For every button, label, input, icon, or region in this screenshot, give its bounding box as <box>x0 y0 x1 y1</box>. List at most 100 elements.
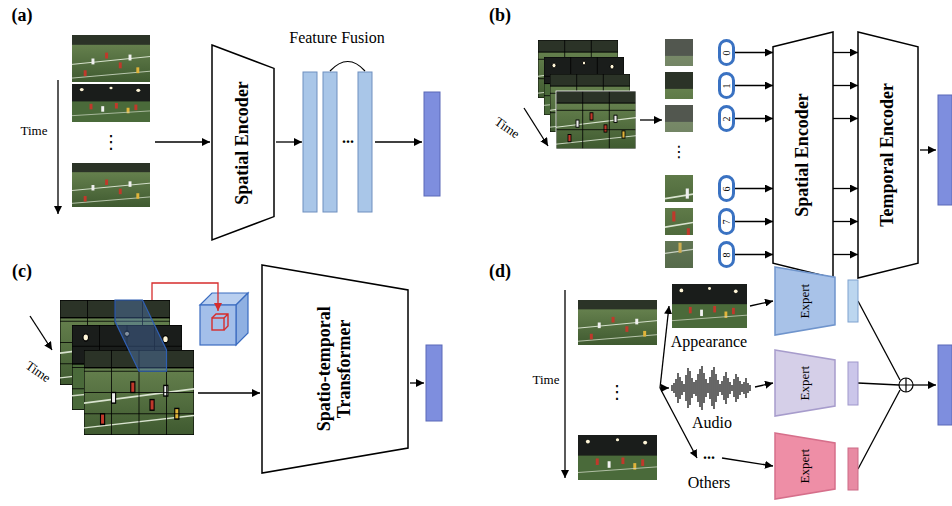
token-index: 6 <box>722 186 732 191</box>
output-feature <box>424 92 440 196</box>
trapezoid-outline <box>858 32 918 278</box>
token-index: 0 <box>722 50 732 55</box>
trapezoid-outline <box>775 350 835 416</box>
pointer-line <box>152 283 218 311</box>
token-index: 1 <box>722 83 732 88</box>
transformer-name: Spatio-temporal Transformer <box>315 294 355 444</box>
output-feature <box>426 345 442 421</box>
flow-arrow <box>722 458 773 466</box>
panel-letter: (d) <box>489 262 511 282</box>
flow-arrow <box>833 221 858 222</box>
frame-stack <box>60 300 194 435</box>
flow-arrow <box>660 306 669 388</box>
token-index: 8 <box>722 252 732 257</box>
flow-arrow <box>755 383 773 387</box>
flow-arrow <box>858 383 899 385</box>
trapezoid-outline <box>775 433 835 499</box>
output-feature <box>938 95 952 205</box>
encoder-name: Spatial Encoder <box>233 81 253 205</box>
video-frames <box>72 163 150 207</box>
flow-arrow <box>30 316 52 350</box>
video-frames <box>578 300 657 345</box>
flow-arrow <box>735 188 773 189</box>
trapezoid-outline <box>775 267 835 335</box>
sum-symbol <box>899 378 913 392</box>
expert-name: Expert <box>798 366 812 401</box>
image-patch <box>665 39 693 66</box>
panel-letter: (b) <box>489 6 511 26</box>
flow-arrow <box>276 141 302 142</box>
flow-arrow <box>750 301 773 306</box>
encoder-trapezoid: Spatial Encoder <box>773 32 833 278</box>
flow-arrow <box>565 290 936 478</box>
axis-label: Time <box>533 373 560 387</box>
axis-label: Time <box>21 124 48 138</box>
image-patch <box>637 72 720 153</box>
sum-symbol <box>899 378 913 392</box>
image-patch <box>610 105 693 186</box>
trapezoid-outline <box>212 45 274 240</box>
flow-arrow <box>833 254 858 255</box>
encoder-trapezoid: Spatial Encoder <box>212 45 274 240</box>
tubelet-cube <box>212 314 228 330</box>
tubelet-cube <box>200 293 248 345</box>
image-patch <box>637 72 720 153</box>
pointer-line <box>152 283 218 311</box>
modality-label: Audio <box>692 414 732 432</box>
flow-arrow <box>833 188 858 189</box>
caption-label: Feature Fusion <box>289 29 385 47</box>
expert-trapezoid: Expert <box>775 350 835 416</box>
axis-label: Time <box>492 114 522 141</box>
ellipsis: ⋮ <box>608 382 626 402</box>
output-feature <box>424 92 440 196</box>
frame-stack <box>538 40 636 149</box>
image-patch <box>610 187 693 268</box>
flow-arrow <box>198 392 260 393</box>
video-frames <box>672 284 747 328</box>
flow-arrow <box>155 141 210 142</box>
audio-waveform <box>672 366 750 410</box>
expert-name: Expert <box>798 449 812 484</box>
expert-feature <box>848 362 858 405</box>
audio-waveform <box>672 366 750 410</box>
flow-arrow <box>524 108 548 146</box>
panel-letter: (a) <box>12 6 33 26</box>
flow-arrow <box>833 85 858 86</box>
expert-feature <box>848 280 858 322</box>
expert-feature <box>848 448 858 490</box>
token-pill: 7 <box>718 208 735 235</box>
token-pill: 0 <box>718 39 735 66</box>
frame-stack <box>556 91 636 149</box>
sum-symbol <box>899 378 913 392</box>
video-frames <box>72 84 150 122</box>
token-index: 7 <box>722 219 732 224</box>
token-pill: 6 <box>718 175 735 202</box>
tubelet-cube <box>236 293 248 345</box>
fusion-arc <box>330 62 365 72</box>
flow-arrow <box>735 118 773 119</box>
expert-feature <box>848 280 858 490</box>
encoder-name: Spatial Encoder <box>793 93 813 217</box>
encoder-trapezoid: Temporal Encoder <box>858 32 918 278</box>
ellipsis: ... <box>342 129 354 147</box>
frame-stack <box>556 91 636 149</box>
flow-arrow <box>858 301 900 380</box>
token-pill: 2 <box>718 105 735 132</box>
axis-label: Time <box>23 358 53 385</box>
token-pill: 1 <box>718 72 735 99</box>
flow-arrow <box>660 387 669 388</box>
flow-arrow <box>833 118 858 119</box>
panel-letter: (c) <box>12 262 32 282</box>
image-patch <box>665 241 693 268</box>
image-patch <box>665 105 693 132</box>
flow-arrow <box>57 80 58 214</box>
image-patch <box>610 105 693 186</box>
feature-bar <box>303 72 372 212</box>
token-pill: 8 <box>718 241 735 268</box>
image-patch <box>610 187 693 268</box>
flow-arrow <box>410 382 424 383</box>
tubelet-cube <box>212 318 224 330</box>
tubelet <box>115 300 167 371</box>
ellipsis: ... <box>703 445 715 463</box>
flow-arrow <box>660 388 697 458</box>
